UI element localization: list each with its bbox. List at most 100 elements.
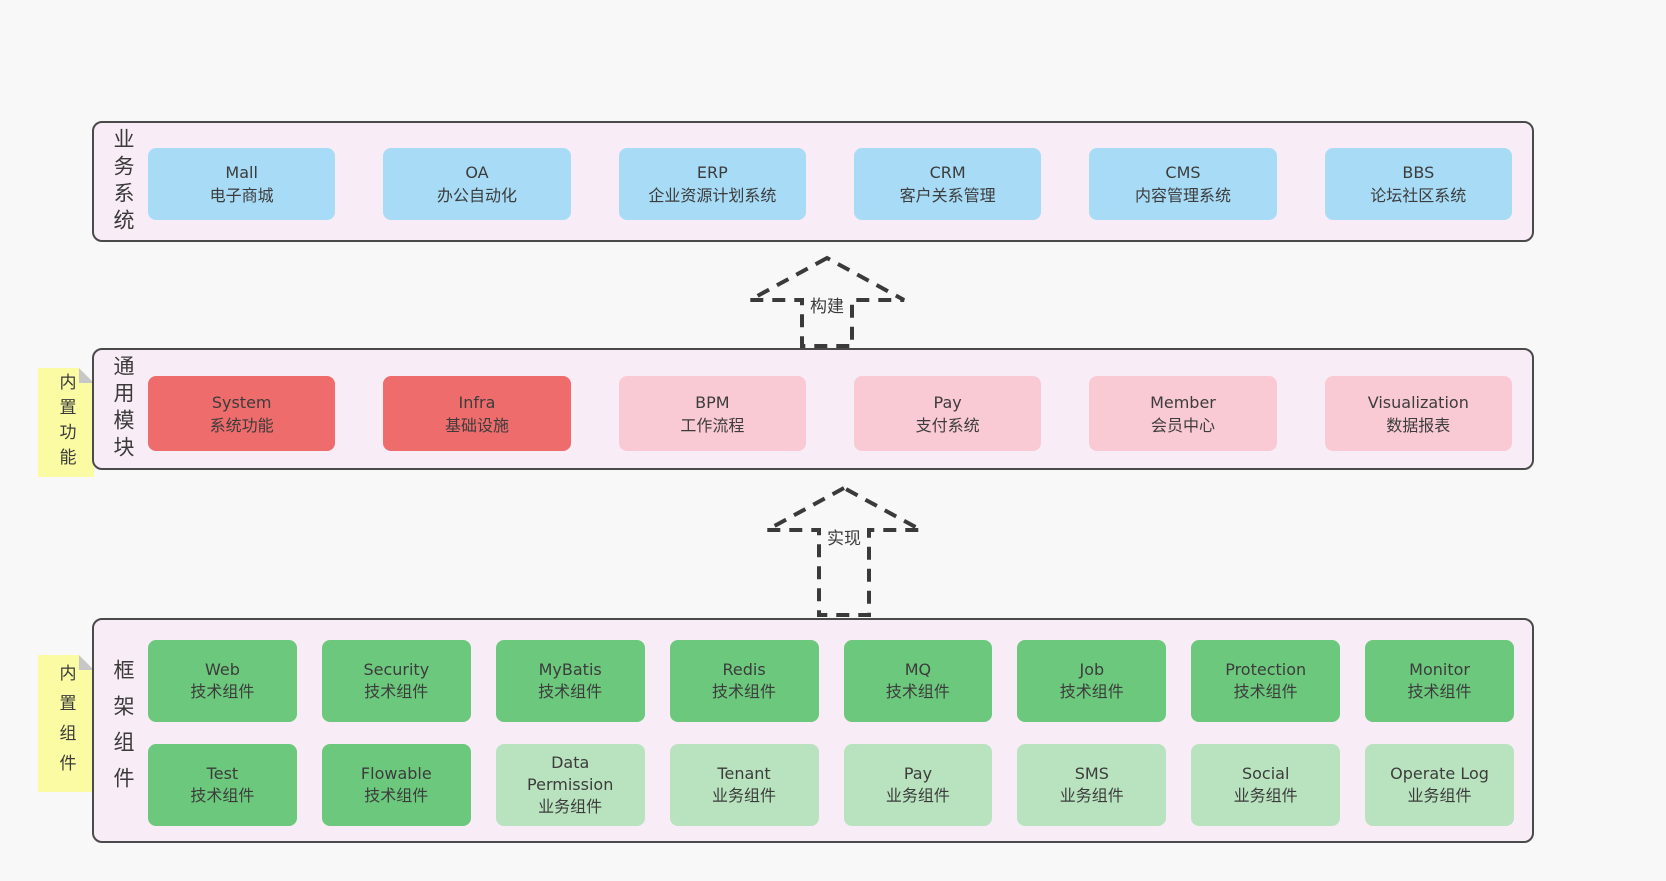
box-subtitle: 技术组件 xyxy=(885,682,950,701)
box-pay: Pay 支付系统 xyxy=(853,376,1042,451)
box-subtitle: 技术组件 xyxy=(364,682,429,701)
box-title: Redis xyxy=(722,660,766,679)
box-operate-log: Operate Log 业务组件 xyxy=(1365,744,1514,826)
box-title: MyBatis xyxy=(538,660,602,679)
box-bpm: BPM 工作流程 xyxy=(618,376,806,451)
box-subtitle: 论坛社区系统 xyxy=(1370,186,1467,205)
box-title: ERP xyxy=(696,163,728,182)
box-title: OA xyxy=(465,163,489,182)
box-subtitle: 企业资源计划系统 xyxy=(648,186,777,205)
box-subtitle: 技术组件 xyxy=(1407,682,1472,701)
box-title: Job xyxy=(1079,660,1105,679)
box-title: Member xyxy=(1150,392,1216,412)
box-pay-biz: Pay 业务组件 xyxy=(843,744,993,826)
box-subtitle: 技术组件 xyxy=(538,682,603,701)
box-data-permission: Data Permission 业务组件 xyxy=(495,744,645,826)
layer-label-business: 业务系统 xyxy=(111,127,135,236)
note-text: 内置功能 xyxy=(55,372,76,473)
box-tenant: Tenant 业务组件 xyxy=(669,744,819,826)
box-subtitle: 业务组件 xyxy=(538,797,603,816)
box-monitor: Monitor 技术组件 xyxy=(1365,640,1514,722)
box-mybatis: MyBatis 技术组件 xyxy=(495,640,645,722)
box-subtitle: 数据报表 xyxy=(1386,415,1451,435)
box-subtitle: 客户关系管理 xyxy=(899,186,996,205)
box-title: Security xyxy=(363,660,430,679)
box-mq: MQ 技术组件 xyxy=(843,640,993,722)
box-title: BPM xyxy=(695,392,730,412)
framework-box-row-1: Web 技术组件 Security 技术组件 MyBatis 技术组件 Redi… xyxy=(148,640,1514,722)
box-title: Infra xyxy=(458,392,496,412)
box-security: Security 技术组件 xyxy=(321,640,471,722)
box-title: BBS xyxy=(1402,163,1435,182)
box-subtitle: 基础设施 xyxy=(444,415,509,435)
up-arrow-dashed-icon xyxy=(766,485,922,617)
box-title: Flowable xyxy=(360,764,432,783)
modules-box-row: System 系统功能 Infra 基础设施 BPM 工作流程 Pay 支付系统… xyxy=(148,376,1512,451)
box-infra: Infra 基础设施 xyxy=(383,376,571,451)
box-subtitle: 技术组件 xyxy=(712,682,777,701)
box-system: System 系统功能 xyxy=(148,376,336,451)
box-title: Social xyxy=(1241,764,1290,783)
implement-arrow-label: 实现 xyxy=(823,523,865,550)
box-title: Tenant xyxy=(717,764,771,783)
box-erp: ERP 企业资源计划系统 xyxy=(618,148,806,220)
box-sms: SMS 业务组件 xyxy=(1017,744,1167,826)
box-subtitle: 技术组件 xyxy=(190,682,255,701)
box-title: SMS xyxy=(1074,764,1109,783)
box-subtitle: 会员中心 xyxy=(1150,415,1215,435)
implement-arrow: 实现 xyxy=(761,485,927,618)
box-title: Monitor xyxy=(1409,660,1470,679)
box-subtitle: 支付系统 xyxy=(915,415,980,435)
box-title: Data Permission xyxy=(527,753,614,794)
build-arrow-label: 构建 xyxy=(806,291,848,318)
box-title: Protection xyxy=(1225,660,1307,679)
box-subtitle: 技术组件 xyxy=(190,786,255,805)
layer-label-modules: 通用模块 xyxy=(111,355,135,463)
box-title: Mall xyxy=(225,163,258,182)
box-social: Social 业务组件 xyxy=(1191,744,1341,826)
box-title: Operate Log xyxy=(1390,764,1489,783)
box-title: MQ xyxy=(904,660,932,679)
box-protection: Protection 技术组件 xyxy=(1191,640,1341,722)
up-arrow-dashed-icon xyxy=(749,255,905,348)
box-title: Visualization xyxy=(1367,392,1469,412)
box-flowable: Flowable 技术组件 xyxy=(321,744,471,826)
box-subtitle: 技术组件 xyxy=(1233,682,1298,701)
box-mall: Mall 电子商城 xyxy=(148,148,336,220)
box-subtitle: 业务组件 xyxy=(885,786,950,805)
box-subtitle: 技术组件 xyxy=(364,786,429,805)
box-subtitle: 业务组件 xyxy=(1233,786,1298,805)
box-cms: CMS 内容管理系统 xyxy=(1089,148,1277,220)
build-arrow: 构建 xyxy=(744,255,910,349)
box-subtitle: 业务组件 xyxy=(1407,786,1472,805)
box-title: System xyxy=(211,392,272,412)
box-title: CRM xyxy=(929,163,966,182)
box-subtitle: 办公自动化 xyxy=(436,186,517,205)
box-job: Job 技术组件 xyxy=(1017,640,1167,722)
layer-common-modules: 通用模块 System 系统功能 Infra 基础设施 BPM 工作流程 Pay… xyxy=(92,348,1534,470)
framework-box-row-2: Test 技术组件 Flowable 技术组件 Data Permission … xyxy=(148,744,1514,826)
box-title: Pay xyxy=(903,764,933,783)
box-member: Member 会员中心 xyxy=(1089,376,1277,451)
box-title: Test xyxy=(206,764,239,783)
box-bbs: BBS 论坛社区系统 xyxy=(1324,148,1512,220)
box-oa: OA 办公自动化 xyxy=(383,148,571,220)
layer-label-framework: 框架组件 xyxy=(111,658,135,803)
note-built-in-components: 内置组件 xyxy=(38,655,94,792)
box-web: Web 技术组件 xyxy=(148,640,297,722)
layer-business-systems: 业务系统 Mall 电子商城 OA 办公自动化 ERP 企业资源计划系统 CRM… xyxy=(92,121,1534,242)
box-subtitle: 电子商城 xyxy=(209,186,274,205)
box-visualization: Visualization 数据报表 xyxy=(1324,376,1512,451)
box-subtitle: 业务组件 xyxy=(712,786,777,805)
box-subtitle: 工作流程 xyxy=(680,415,745,435)
box-subtitle: 系统功能 xyxy=(209,415,274,435)
box-title: CMS xyxy=(1165,163,1201,182)
box-title: Web xyxy=(204,660,240,679)
box-redis: Redis 技术组件 xyxy=(669,640,819,722)
layer-framework-components: 框架组件 Web 技术组件 Security 技术组件 MyBatis 技术组件… xyxy=(92,618,1534,843)
note-built-in-features: 内置功能 xyxy=(38,368,94,477)
box-test: Test 技术组件 xyxy=(148,744,297,826)
box-subtitle: 技术组件 xyxy=(1059,682,1124,701)
business-box-row: Mall 电子商城 OA 办公自动化 ERP 企业资源计划系统 CRM 客户关系… xyxy=(148,148,1512,220)
